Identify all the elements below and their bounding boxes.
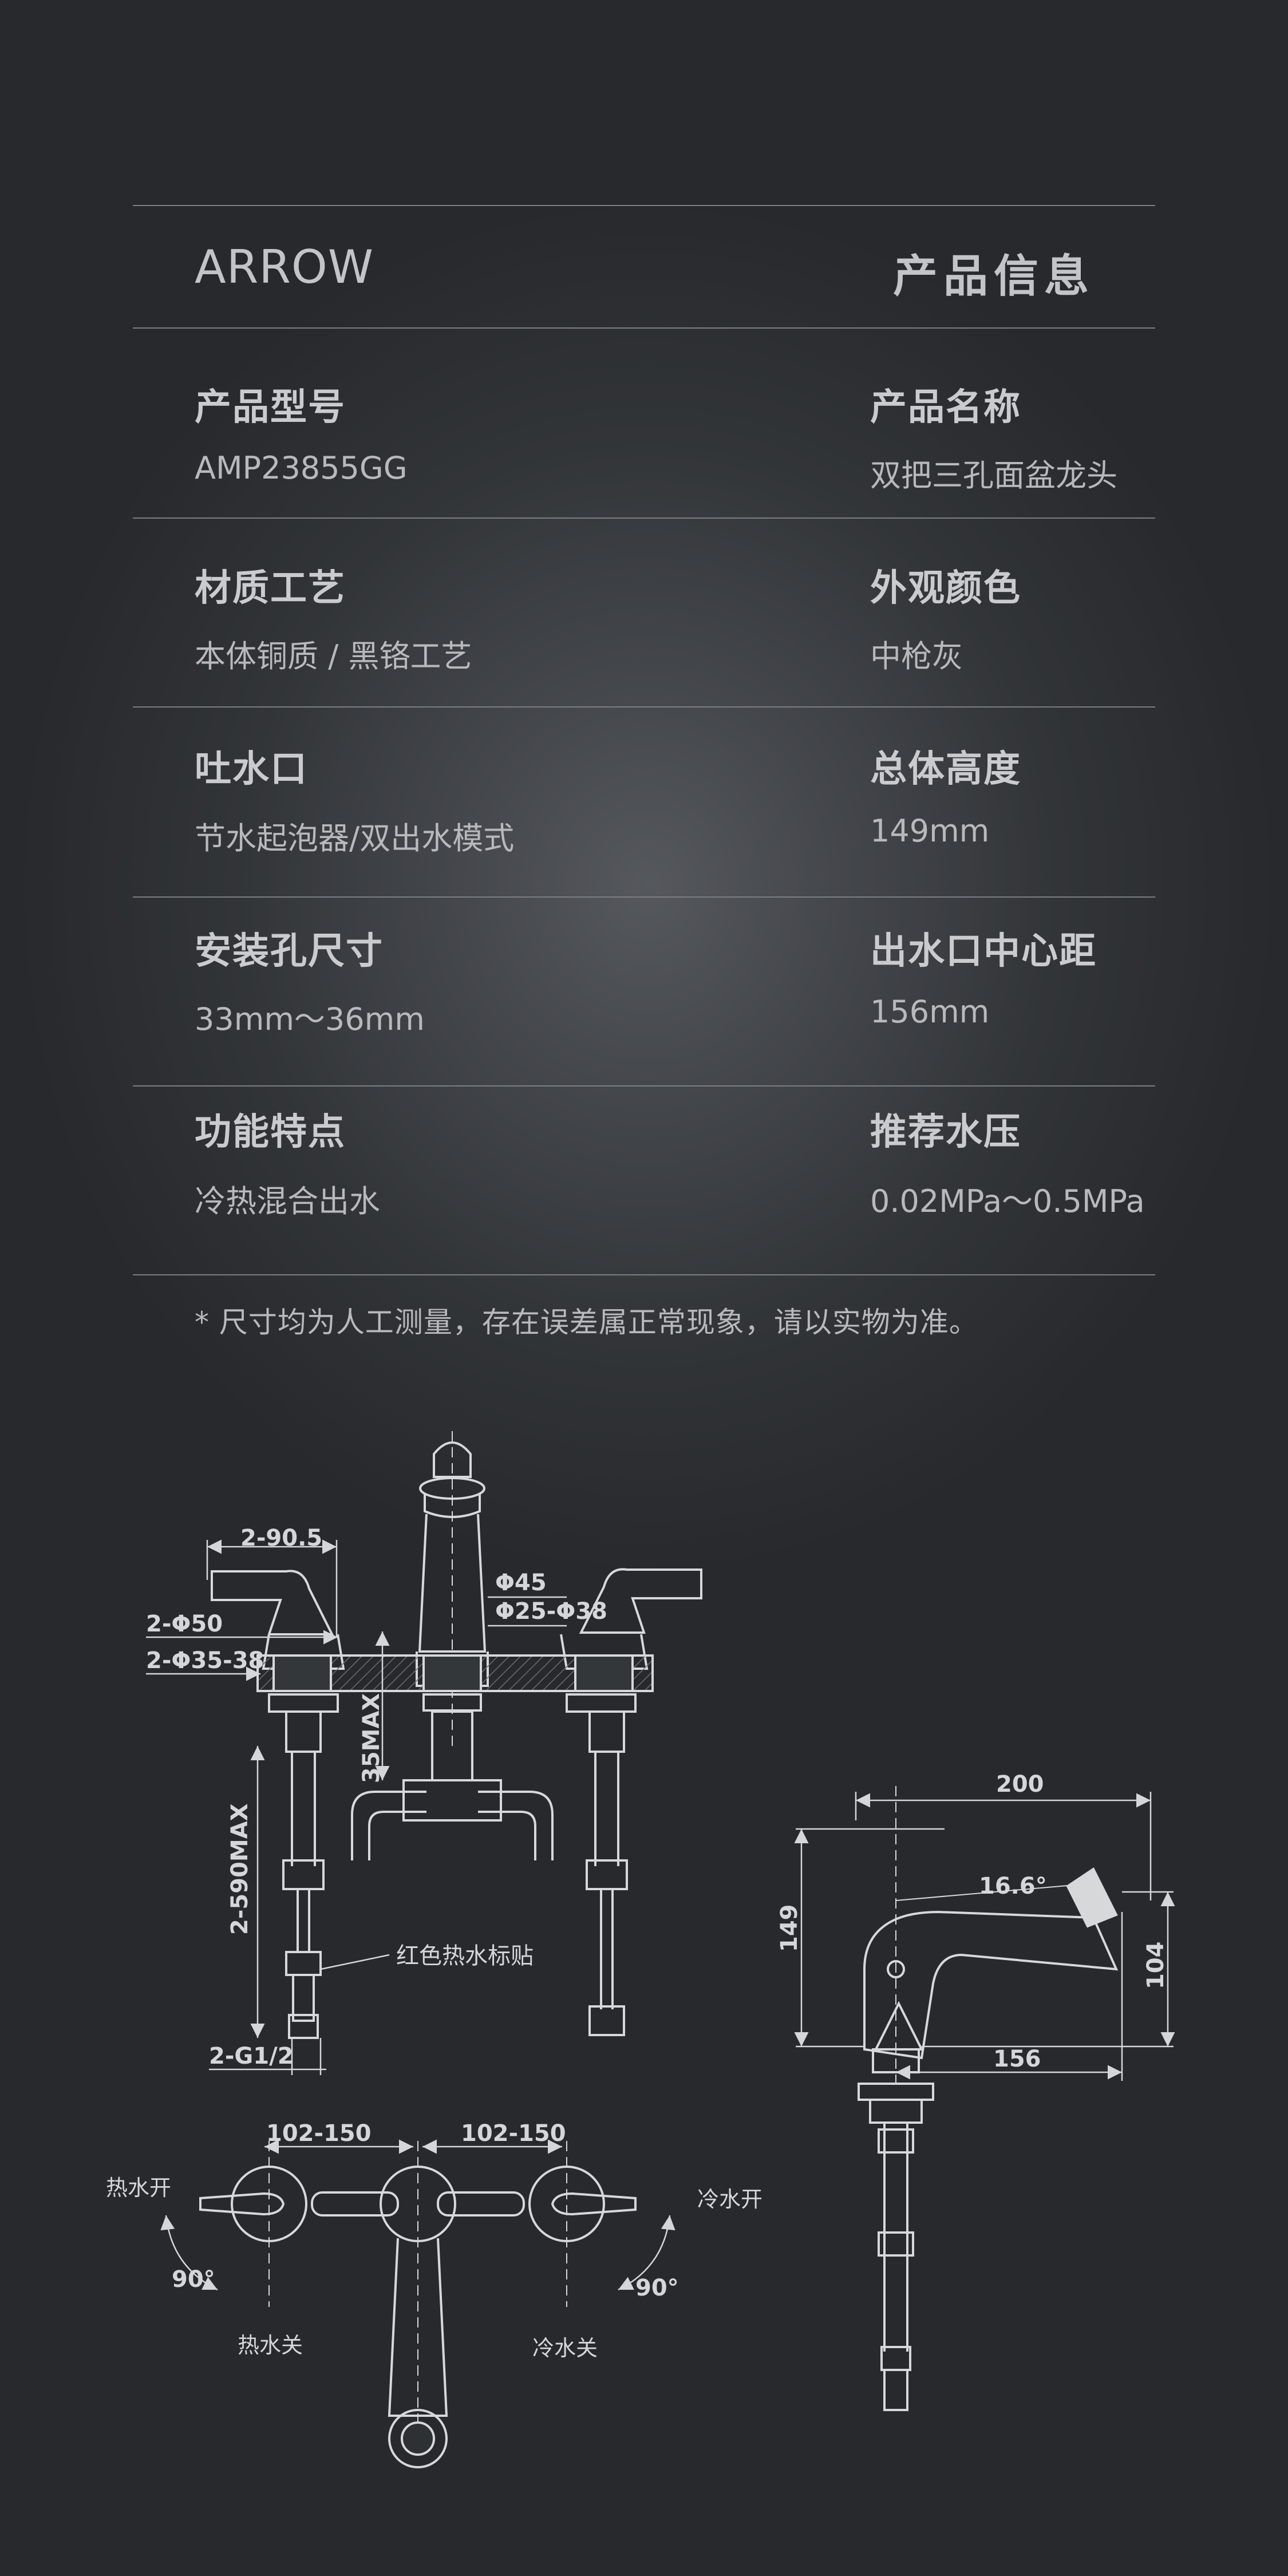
dim-spout-base: Φ45 [495,1570,547,1596]
measurement-note: * 尺寸均为人工测量，存在误差属正常现象，请以实物为准。 [195,1306,978,1339]
hot-off-label: 热水关 [238,2333,303,2358]
dim-spout-hole: Φ25-Φ38 [495,1598,607,1625]
angle-left: 90° [172,2266,215,2293]
dim-side-width: 200 [996,1771,1044,1797]
spec-label-feature: 功能特点 [195,1111,346,1153]
dim-deck: 35MAX [358,1693,385,1783]
top-divider [133,205,1155,206]
hot-on-label: 热水开 [106,2175,171,2200]
section-title: 产品信息 [893,251,1095,302]
cold-on-label: 冷水开 [697,2187,762,2212]
spec-value-model: AMP23855GG [195,450,408,486]
spec-value-color: 中枪灰 [870,638,963,674]
cold-off-label: 冷水关 [532,2336,598,2361]
spec-label-material: 材质工艺 [195,567,346,610]
row-divider [133,517,1155,519]
spec-value-material: 本体铜质 / 黑铬工艺 [195,638,472,674]
spec-value-outlet-distance: 156mm [870,994,990,1030]
spec-value-feature: 冷热混合出水 [195,1183,380,1219]
angle-right: 90° [635,2275,679,2301]
dim-handle: 2-90.5 [240,1525,322,1551]
spec-value-height: 149mm [870,813,990,849]
dim-hose: 2-590MAX [227,1803,253,1935]
red-hot-label: 红色热水标贴 [396,1943,534,1969]
side-view [858,1786,1119,2411]
spec-label-hole: 安装孔尺寸 [195,930,384,973]
row-divider [133,706,1155,708]
dim-side-angle: 16.6° [979,1873,1047,1899]
dim-top-right: 102-150 [461,2120,566,2147]
dim-outlet-height: 104 [1143,1942,1169,1990]
spec-label-outlet-distance: 出水口中心距 [870,930,1097,973]
header-divider [133,327,1155,329]
dim-thread: 2-G1/2 [209,2043,294,2069]
spec-value-name: 双把三孔面盆龙头 [870,457,1117,493]
dim-side-height: 149 [776,1905,803,1953]
top-view [199,2141,637,2468]
dim-hole: 2-Φ50 [146,1611,223,1637]
spec-label-name: 产品名称 [870,386,1021,429]
row-divider [133,896,1155,898]
brand-logo: ARROW [195,240,374,294]
spec-label-pressure: 推荐水压 [870,1111,1021,1153]
spec-label-color: 外观颜色 [870,567,1021,610]
row-divider [133,1085,1155,1086]
dim-top-left: 102-150 [266,2120,372,2147]
spec-value-pressure: 0.02MPa～0.5MPa [870,1183,1145,1219]
dim-outlet-distance: 156 [993,2046,1041,2072]
spec-label-spout: 吐水口 [195,748,308,791]
spec-value-spout: 节水起泡器/双出水模式 [195,820,515,856]
spec-value-hole: 33mm～36mm [195,1001,425,1037]
bottom-divider [133,1274,1155,1275]
spec-label-model: 产品型号 [195,386,346,429]
dim-hole-range: 2-Φ35-38 [146,1647,264,1674]
spec-label-height: 总体高度 [870,748,1021,791]
front-view [211,1431,702,2039]
